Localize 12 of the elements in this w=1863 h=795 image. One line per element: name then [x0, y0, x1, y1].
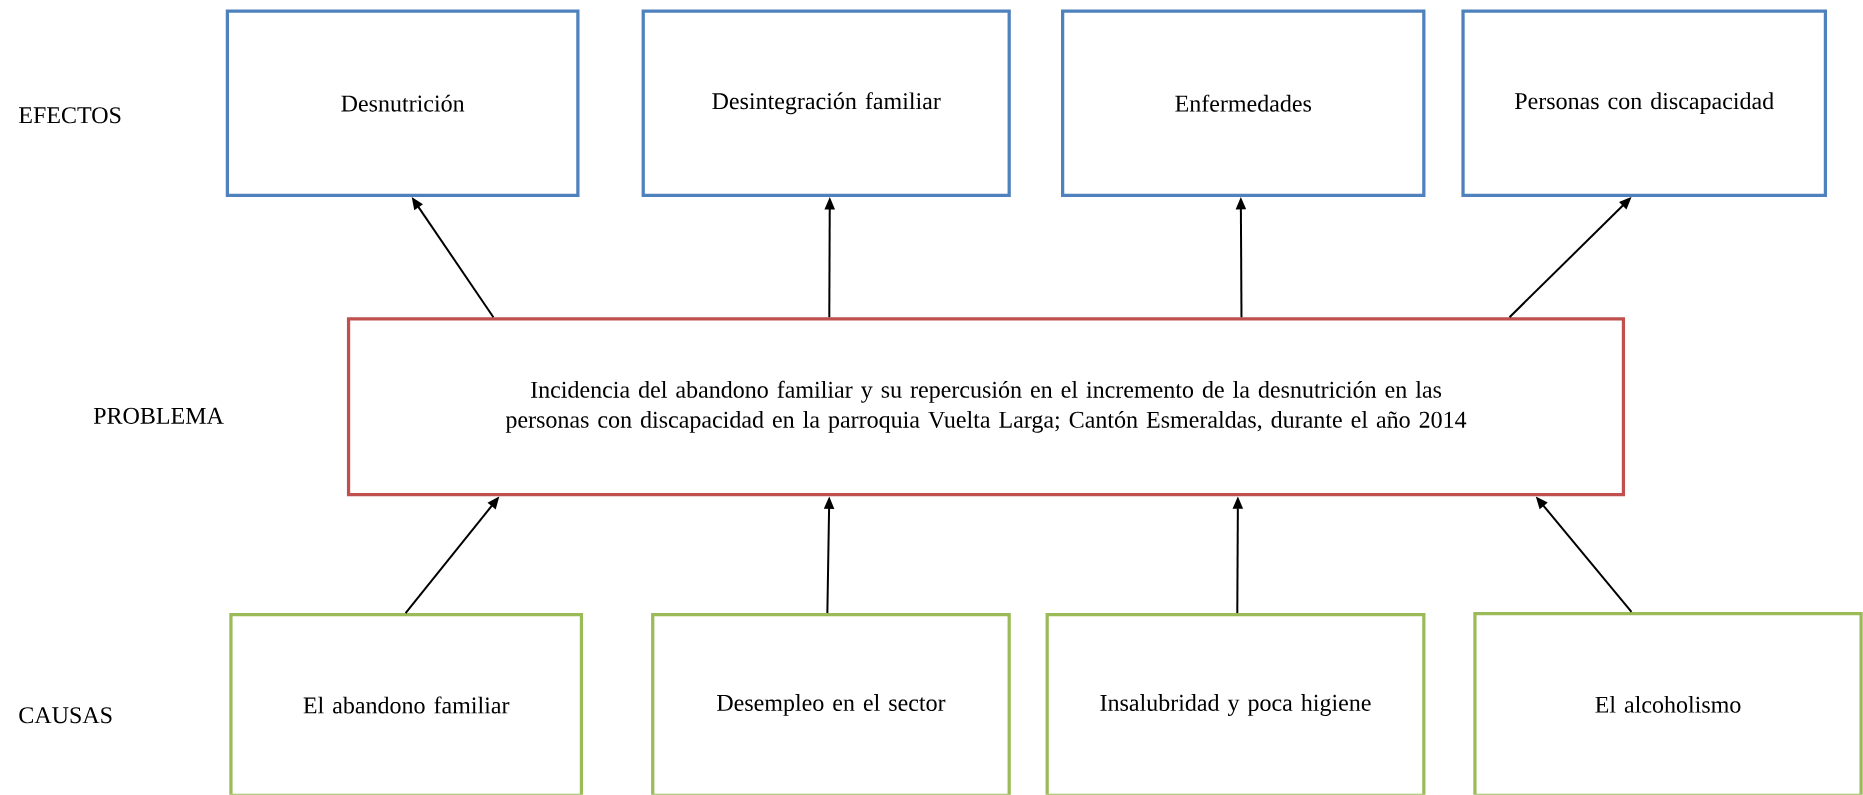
- text-box: El alcoholismo: [1473, 611, 1863, 795]
- text-box: Enfermedades: [1061, 9, 1426, 197]
- row-label: EFECTOS: [19, 107, 121, 124]
- text-box: Personas con discapacidad: [1461, 9, 1828, 197]
- text-box: Desintegración familiar: [641, 9, 1011, 197]
- text-box: Desnutrición: [225, 9, 580, 197]
- text-box: El abandono familiar: [229, 613, 584, 795]
- row-label: PROBLEMA: [93, 407, 224, 424]
- row-label: CAUSAS: [19, 707, 112, 724]
- text-box: Incidencia del abandono familiar y su repercusión en el incremento de la desnutrición en las personas con discapacidad en la parroquia Vuelta Larga; Cantón Esmeraldas, durante el año 2014: [346, 317, 1626, 497]
- text-box: Desempleo en el sector: [651, 613, 1011, 795]
- text-box: Insalubridad y poca higiene: [1045, 613, 1426, 795]
